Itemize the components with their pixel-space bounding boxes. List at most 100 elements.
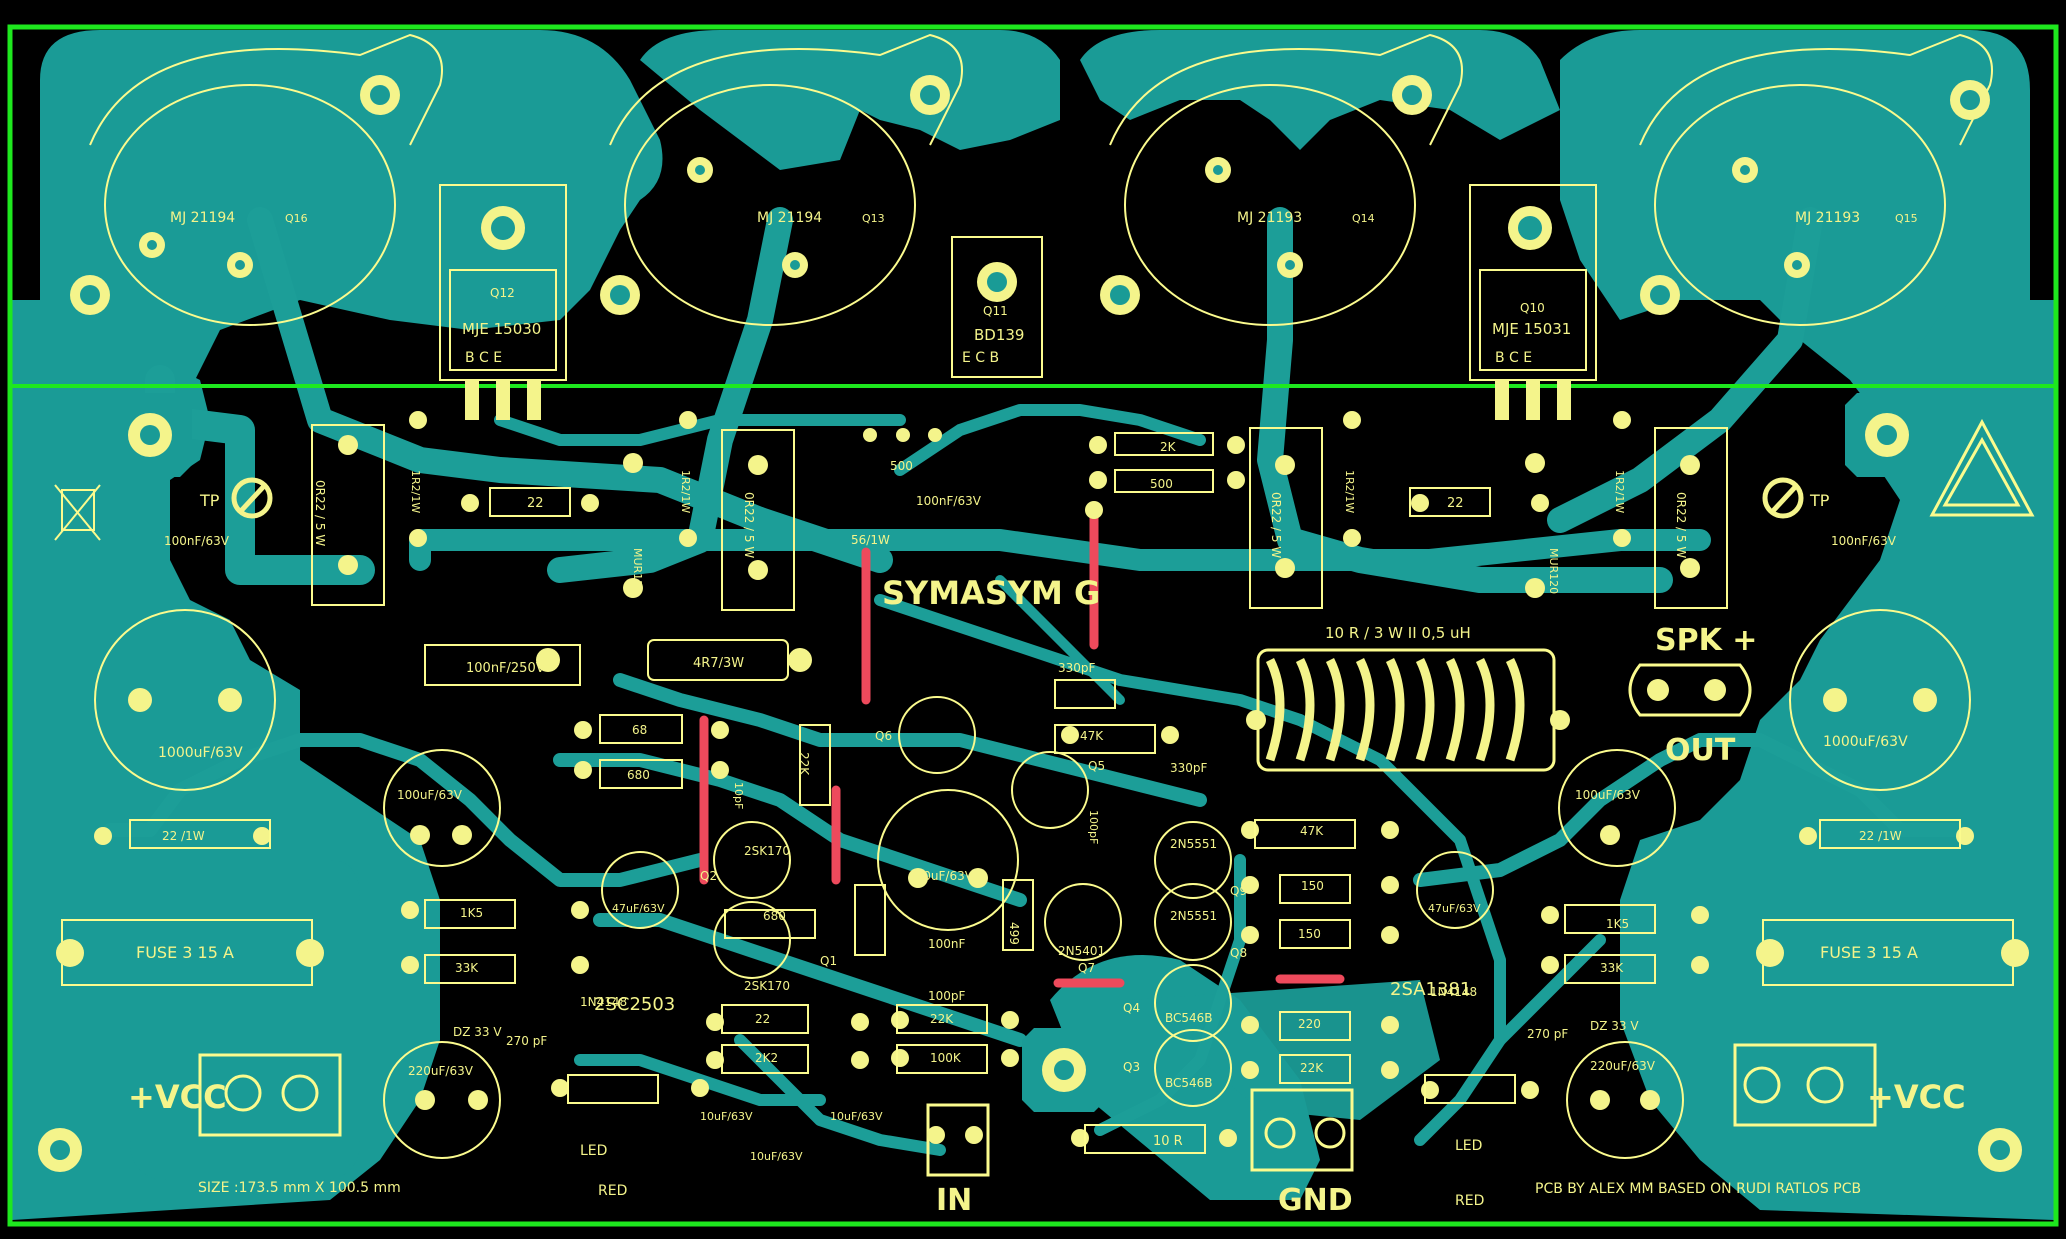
q4-ref: Q4 bbox=[1123, 1001, 1140, 1015]
q11-pins: E C B bbox=[962, 350, 999, 366]
q2-part: 2SK170 bbox=[744, 844, 790, 858]
copper-traces bbox=[103, 207, 1967, 1156]
power-transistors bbox=[70, 33, 1993, 326]
q2-ref: Q2 bbox=[700, 869, 717, 883]
r-4r7: 4R7/3W bbox=[693, 656, 744, 671]
diode-1n4148-left: 1N4148 bbox=[580, 995, 627, 1009]
driver-transistors bbox=[439, 184, 1597, 420]
c-100n-q11: 100nF/63V bbox=[916, 494, 982, 508]
r-47k-mid: 47K bbox=[1300, 824, 1324, 838]
r-2k2: 2K2 bbox=[755, 1051, 778, 1065]
q11-part: BD139 bbox=[974, 326, 1024, 344]
c-47u-right: 47uF/63V bbox=[1428, 902, 1481, 915]
terminal-blocks bbox=[198, 1043, 1877, 1177]
r-10r: 10 R bbox=[1153, 1134, 1183, 1149]
c-100p-mid: 100pF bbox=[928, 989, 966, 1003]
r-22-mid: 22 bbox=[755, 1012, 770, 1026]
r-1k5-right: 1K5 bbox=[1606, 917, 1629, 931]
emitter-resistors bbox=[311, 424, 1728, 611]
r-22-1w-right: 22 /1W bbox=[1859, 829, 1902, 843]
zener-right: DZ 33 V bbox=[1590, 1019, 1639, 1033]
speaker-connector bbox=[1628, 663, 1752, 717]
q3-part: BC546B bbox=[1165, 1076, 1213, 1090]
q13-part: MJ 21194 bbox=[757, 210, 822, 226]
r-2k: 2K bbox=[1160, 440, 1177, 454]
2sa1381-label: 2SA1381 bbox=[1390, 979, 1471, 1000]
c-10u-b: 10uF/63V bbox=[750, 1150, 803, 1163]
warning-triangle-icon bbox=[1929, 418, 2035, 517]
recycle-bin-icon bbox=[54, 484, 101, 541]
2sc2503-label: 2SC2503 bbox=[594, 994, 675, 1015]
silkscreen-text: SYMASYM G PCB BY ALEX MM BASED ON RUDI R… bbox=[128, 210, 1966, 1218]
c-1000u-left: 1000uF/63V bbox=[158, 745, 243, 761]
c-1000u-right: 1000uF/63V bbox=[1823, 734, 1908, 750]
board-title: SYMASYM G bbox=[882, 574, 1100, 612]
q12-pins: B C E bbox=[465, 350, 502, 366]
driver-q10 bbox=[1469, 184, 1597, 420]
c-220u-right: 220uF/63V bbox=[1590, 1059, 1656, 1073]
c-10p: 10pF bbox=[732, 782, 745, 809]
driver-q11 bbox=[951, 236, 1043, 378]
c-270p-left: 270 pF bbox=[506, 1034, 547, 1048]
r-100k: 100K bbox=[930, 1051, 962, 1065]
board-outline bbox=[7, 24, 2059, 1227]
r-680b: 680 bbox=[763, 909, 786, 923]
q9-part: 2N5551 bbox=[1170, 837, 1217, 851]
driver-q12 bbox=[439, 184, 567, 420]
emitter-resistor-2: 0R22 / 5 W bbox=[742, 492, 756, 558]
q14-part: MJ 21193 bbox=[1237, 210, 1302, 226]
board-size-text: SIZE :173.5 mm X 100.5 mm bbox=[198, 1180, 401, 1196]
fuse-right-label: FUSE 3 15 A bbox=[1820, 943, 1918, 962]
q4-part: BC546B bbox=[1165, 1011, 1213, 1025]
diode-1n4148-right: 1N4148 bbox=[1430, 985, 1477, 999]
q12-part: MJE 15030 bbox=[462, 320, 541, 338]
r-56: 56/1W bbox=[851, 533, 890, 547]
q15-part: MJ 21193 bbox=[1795, 210, 1860, 226]
zener-left: DZ 33 V bbox=[453, 1025, 502, 1039]
r-1k5-left: 1K5 bbox=[460, 906, 483, 920]
test-point-left-icon bbox=[231, 477, 273, 519]
c-100n-left: 100nF/63V bbox=[164, 534, 230, 548]
r-680: 680 bbox=[627, 768, 650, 782]
q7-ref: Q7 bbox=[1078, 961, 1095, 975]
r22-left: 22 bbox=[527, 496, 544, 511]
jumpers bbox=[699, 510, 1345, 988]
r-1r2-c: 1R2/1W bbox=[1343, 470, 1356, 513]
led-right-text: LED bbox=[1455, 1138, 1482, 1154]
fuse-left-label: FUSE 3 15 A bbox=[136, 943, 234, 962]
c-330p-mid: 330pF bbox=[1170, 761, 1208, 775]
q14-ref: Q14 bbox=[1352, 212, 1375, 225]
c-10u-a: 10uF/63V bbox=[700, 1110, 753, 1123]
emitter-resistor-4: 0R22 / 5 W bbox=[1674, 492, 1688, 558]
power-transistor-q14 bbox=[1100, 33, 1463, 326]
q7-part: 2N5401 bbox=[1058, 944, 1105, 958]
r-500: 500 bbox=[1150, 477, 1173, 491]
power-transistor-q15 bbox=[1639, 33, 1993, 326]
r-33k-left: 33K bbox=[455, 961, 479, 975]
c-100u-right: 100uF/63V bbox=[1575, 788, 1641, 802]
q8-part: 2N5551 bbox=[1170, 909, 1217, 923]
c-47u-left: 47uF/63V bbox=[612, 902, 665, 915]
diode-mur-right: MUR120 bbox=[1547, 548, 1560, 594]
r-499: 499 bbox=[1007, 922, 1021, 945]
led-left-color: RED bbox=[598, 1183, 627, 1199]
q9-ref: Q9 bbox=[1230, 884, 1247, 898]
r-22k-gnd: 22K bbox=[1300, 1061, 1324, 1075]
resistor-bodies bbox=[129, 432, 1961, 1154]
diode-mur-left: MUR120 bbox=[631, 548, 644, 594]
test-point-right-icon bbox=[1762, 477, 1804, 519]
output-coil bbox=[1246, 648, 1570, 772]
led-left-text: LED bbox=[580, 1143, 607, 1159]
r-1r2-b: 1R2/1W bbox=[679, 470, 692, 513]
led-right-color: RED bbox=[1455, 1193, 1484, 1209]
c-100u-left: 100uF/63V bbox=[397, 788, 463, 802]
r-150-b: 150 bbox=[1298, 927, 1321, 941]
tp-right-label: TP bbox=[1809, 491, 1830, 510]
r-22-1w-left: 22 /1W bbox=[162, 829, 205, 843]
c-220u-left: 220uF/63V bbox=[408, 1064, 474, 1078]
vcc-left-label: +VCC bbox=[128, 1078, 227, 1116]
q16-part: MJ 21194 bbox=[170, 210, 235, 226]
small-transistor-outlines bbox=[713, 696, 1232, 1107]
c-100n-250: 100nF/250V bbox=[466, 661, 545, 676]
power-transistor-q16 bbox=[70, 33, 443, 326]
